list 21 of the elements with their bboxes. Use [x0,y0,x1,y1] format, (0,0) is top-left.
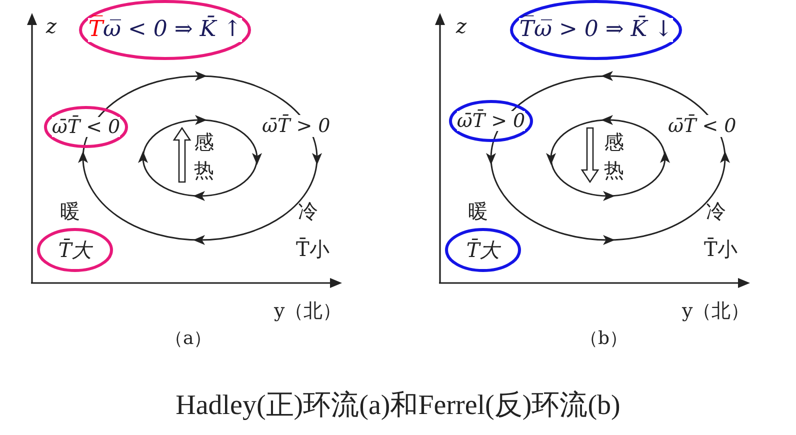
annotation-text: 冷 [706,198,726,225]
caption: Hadley(正)环流(a)和Ferrel(反)环流(b) [174,389,622,423]
annotation-text: 暖 [468,198,488,225]
panel-label: （a） [165,327,212,350]
panel-label: （b） [580,327,628,350]
annotation-text: T̄小 [296,236,330,263]
axis-label: y（北） [274,299,342,324]
formula-text: T̅ω̅ > 0 ⇒ K̄ ↓ [519,18,673,42]
annotation-text: 感热 [604,129,625,184]
annotation-text: 冷 [298,198,318,225]
formula-text: T̄大 [58,239,92,261]
annotation-text: T̄小 [704,236,738,263]
formula-text: ω̄T̄ < 0 [668,115,736,137]
annotation-text: 感热 [194,129,215,184]
formula-text: T̅ω̅ < 0 ⇒ K̄ ↑ [88,18,242,42]
formula-text: ω̄T̄ > 0 [262,115,330,137]
formula-text: T̄大 [466,239,500,261]
axis-label: y（北） [682,299,750,324]
annotation-text: 暖 [60,198,80,225]
formula-text: ω̄T̄ < 0 [52,116,120,138]
formula-text: ω̄T̄ > 0 [456,110,526,132]
